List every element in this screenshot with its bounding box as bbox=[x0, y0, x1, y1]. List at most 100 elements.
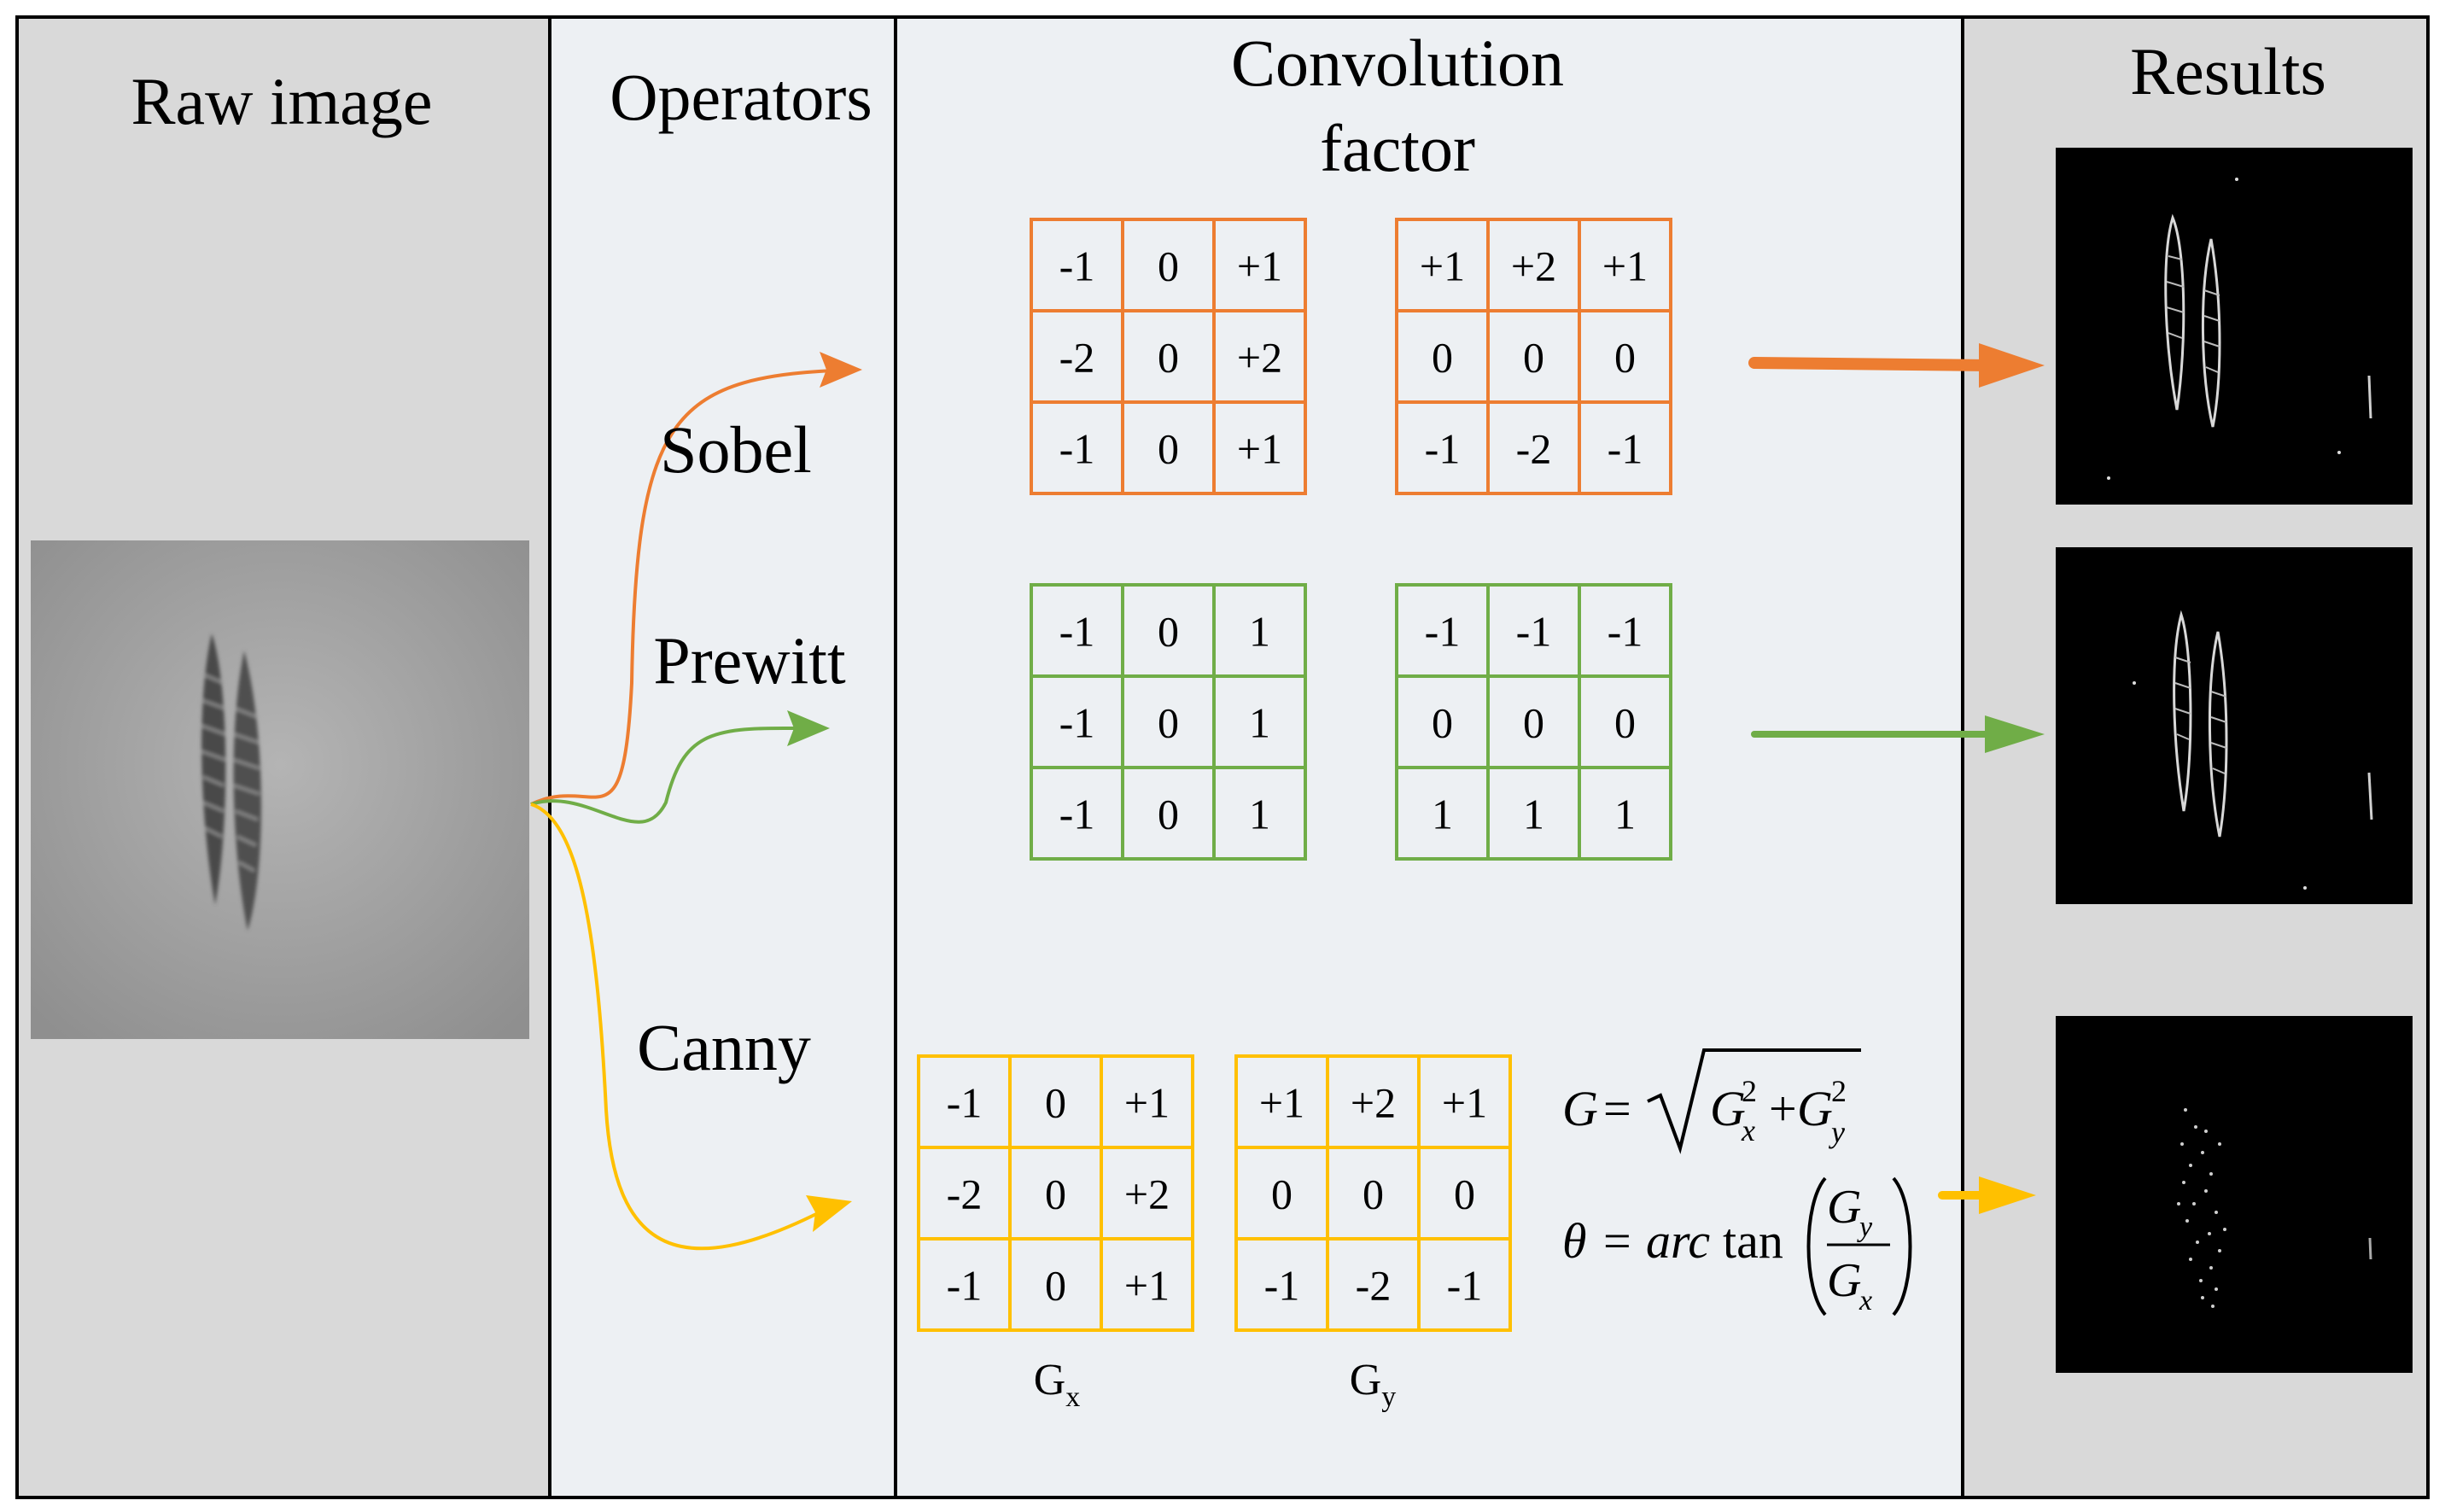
kernel-cell-value: +1 bbox=[1602, 242, 1648, 290]
kernel-cell-value: +1 bbox=[1237, 242, 1282, 290]
kernel-cell-value: -2 bbox=[947, 1170, 983, 1218]
kernel-cell-value: 1 bbox=[1432, 791, 1453, 838]
svg-text:arc: arc bbox=[1646, 1213, 1710, 1269]
kernel-cell-value: 0 bbox=[1158, 334, 1179, 382]
kernel-cell-border bbox=[1417, 1237, 1512, 1332]
sobel-result-arrowhead bbox=[1979, 343, 2045, 388]
kernel-cell-value: 1 bbox=[1523, 791, 1544, 838]
kernel-cell-value: 1 bbox=[1249, 608, 1270, 656]
result-images bbox=[2056, 148, 2413, 1373]
kernel-cell-value: +2 bbox=[1237, 334, 1282, 382]
kernel-cell-value: 0 bbox=[1523, 699, 1544, 747]
convolution-title-line2: factor bbox=[1320, 111, 1475, 185]
kernel-cell-value: 0 bbox=[1045, 1170, 1066, 1218]
kernel-cell-value: -2 bbox=[1059, 334, 1095, 382]
kernel-cell-border bbox=[1100, 1237, 1194, 1332]
svg-text:2: 2 bbox=[1742, 1074, 1757, 1108]
svg-text:θ: θ bbox=[1562, 1213, 1587, 1269]
svg-text:+: + bbox=[1769, 1081, 1797, 1136]
kernel-cell-value: -1 bbox=[1608, 425, 1643, 473]
kernel-cell-value: -1 bbox=[1059, 791, 1095, 838]
kernel-cell-value: -1 bbox=[1447, 1262, 1483, 1310]
operators-title: Operators bbox=[610, 60, 872, 134]
svg-text:x: x bbox=[1741, 1113, 1755, 1147]
kernel-cell-value: 0 bbox=[1614, 699, 1636, 747]
kernel-sobel-y: +1 +2 +1 0 0 0 -1 -2 -1 bbox=[1395, 218, 1672, 495]
kernel-cell-value: -1 bbox=[1264, 1262, 1300, 1310]
canny-result-image bbox=[2056, 1016, 2413, 1373]
kernel-cell-value: 0 bbox=[1614, 334, 1636, 382]
kernel-cell-value: +1 bbox=[1442, 1079, 1487, 1127]
prewitt-result-image bbox=[2056, 547, 2413, 904]
kernel-cell-value: -1 bbox=[1425, 608, 1461, 656]
operators-panel bbox=[548, 15, 897, 1499]
kernel-cell-value: 1 bbox=[1249, 791, 1270, 838]
kernel-cell-value: -1 bbox=[1059, 425, 1095, 473]
canny-curve bbox=[530, 803, 820, 1251]
kernel-cell-value: 0 bbox=[1158, 791, 1179, 838]
kernel-cell-value: 0 bbox=[1432, 699, 1453, 747]
svg-text:y: y bbox=[1857, 1211, 1873, 1243]
sobel-arrowhead bbox=[820, 352, 862, 388]
prewitt-curve bbox=[530, 726, 795, 824]
kernel-cell-value: 0 bbox=[1454, 1170, 1475, 1218]
prewitt-label: Prewitt bbox=[653, 623, 846, 698]
operator-arrows bbox=[530, 352, 862, 1251]
svg-text:G: G bbox=[1562, 1081, 1598, 1136]
kernel-cell-value: -1 bbox=[947, 1262, 983, 1310]
kernel-cell-value: -1 bbox=[1059, 608, 1095, 656]
kernel-cell-border bbox=[1578, 766, 1672, 861]
gradient-direction-formula: θ = arc tan G y G x bbox=[1562, 1176, 1912, 1316]
kernel-cell-value: +2 bbox=[1511, 242, 1556, 290]
sobel-curve bbox=[530, 368, 855, 806]
svg-text:y: y bbox=[1829, 1115, 1845, 1149]
kernel-cell-value: -2 bbox=[1516, 425, 1552, 473]
kernel-cell-value: +1 bbox=[1124, 1079, 1170, 1127]
sobel-result-arrow-line bbox=[1748, 357, 1995, 371]
convolution-panel bbox=[894, 15, 1964, 1499]
kernel-cell-value: +1 bbox=[1420, 242, 1465, 290]
svg-text:2: 2 bbox=[1831, 1074, 1847, 1108]
results-title: Results bbox=[2130, 34, 2326, 108]
svg-text:tan: tan bbox=[1723, 1213, 1783, 1269]
kernel-cell-value: 0 bbox=[1158, 699, 1179, 747]
kernel-cell-value: 0 bbox=[1271, 1170, 1293, 1218]
svg-text:=: = bbox=[1603, 1213, 1631, 1269]
kernel-cell-border bbox=[1212, 400, 1307, 495]
kernel-cell-value: 0 bbox=[1158, 608, 1179, 656]
kernel-cell-value: -1 bbox=[1059, 699, 1095, 747]
kernel-cell-value: +1 bbox=[1237, 425, 1282, 473]
svg-text:=: = bbox=[1603, 1081, 1631, 1136]
kernel-cell-value: +1 bbox=[1124, 1262, 1170, 1310]
kernel-cell-value: 1 bbox=[1249, 699, 1270, 747]
kernel-cell-value: -1 bbox=[1608, 608, 1643, 656]
kernel-prewitt-x: -1 0 1 -1 0 1 -1 0 1 bbox=[1030, 583, 1307, 861]
kernel-cell-value: 0 bbox=[1045, 1079, 1066, 1127]
kernel-cell-value: 0 bbox=[1158, 242, 1179, 290]
result-arrows bbox=[1748, 343, 2045, 1214]
raw-image-title: Raw image bbox=[131, 64, 432, 138]
kernel-cell-border bbox=[1212, 766, 1307, 861]
convolution-title-line1: Convolution bbox=[1231, 26, 1564, 100]
svg-text:G: G bbox=[1710, 1081, 1746, 1136]
kernel-cell-value: 0 bbox=[1363, 1170, 1384, 1218]
kernel-cell-value: 0 bbox=[1045, 1262, 1066, 1310]
svg-text:x: x bbox=[1859, 1285, 1872, 1316]
canny-label: Canny bbox=[637, 1010, 811, 1084]
kernel-cell-value: 1 bbox=[1614, 791, 1636, 838]
canny-result-arrowhead bbox=[1979, 1176, 2036, 1214]
gradient-magnitude-formula: G = G 2 x + G 2 y bbox=[1562, 1048, 1861, 1154]
kernel-cell-value: 0 bbox=[1523, 334, 1544, 382]
canny-gy-label: Gy bbox=[1350, 1356, 1397, 1413]
kernel-cell-value: +2 bbox=[1351, 1079, 1396, 1127]
panels bbox=[15, 15, 2430, 1499]
kernel-cell-value: -1 bbox=[1425, 425, 1461, 473]
kernel-cell-value: 0 bbox=[1432, 334, 1453, 382]
canny-arrowhead bbox=[806, 1195, 852, 1232]
